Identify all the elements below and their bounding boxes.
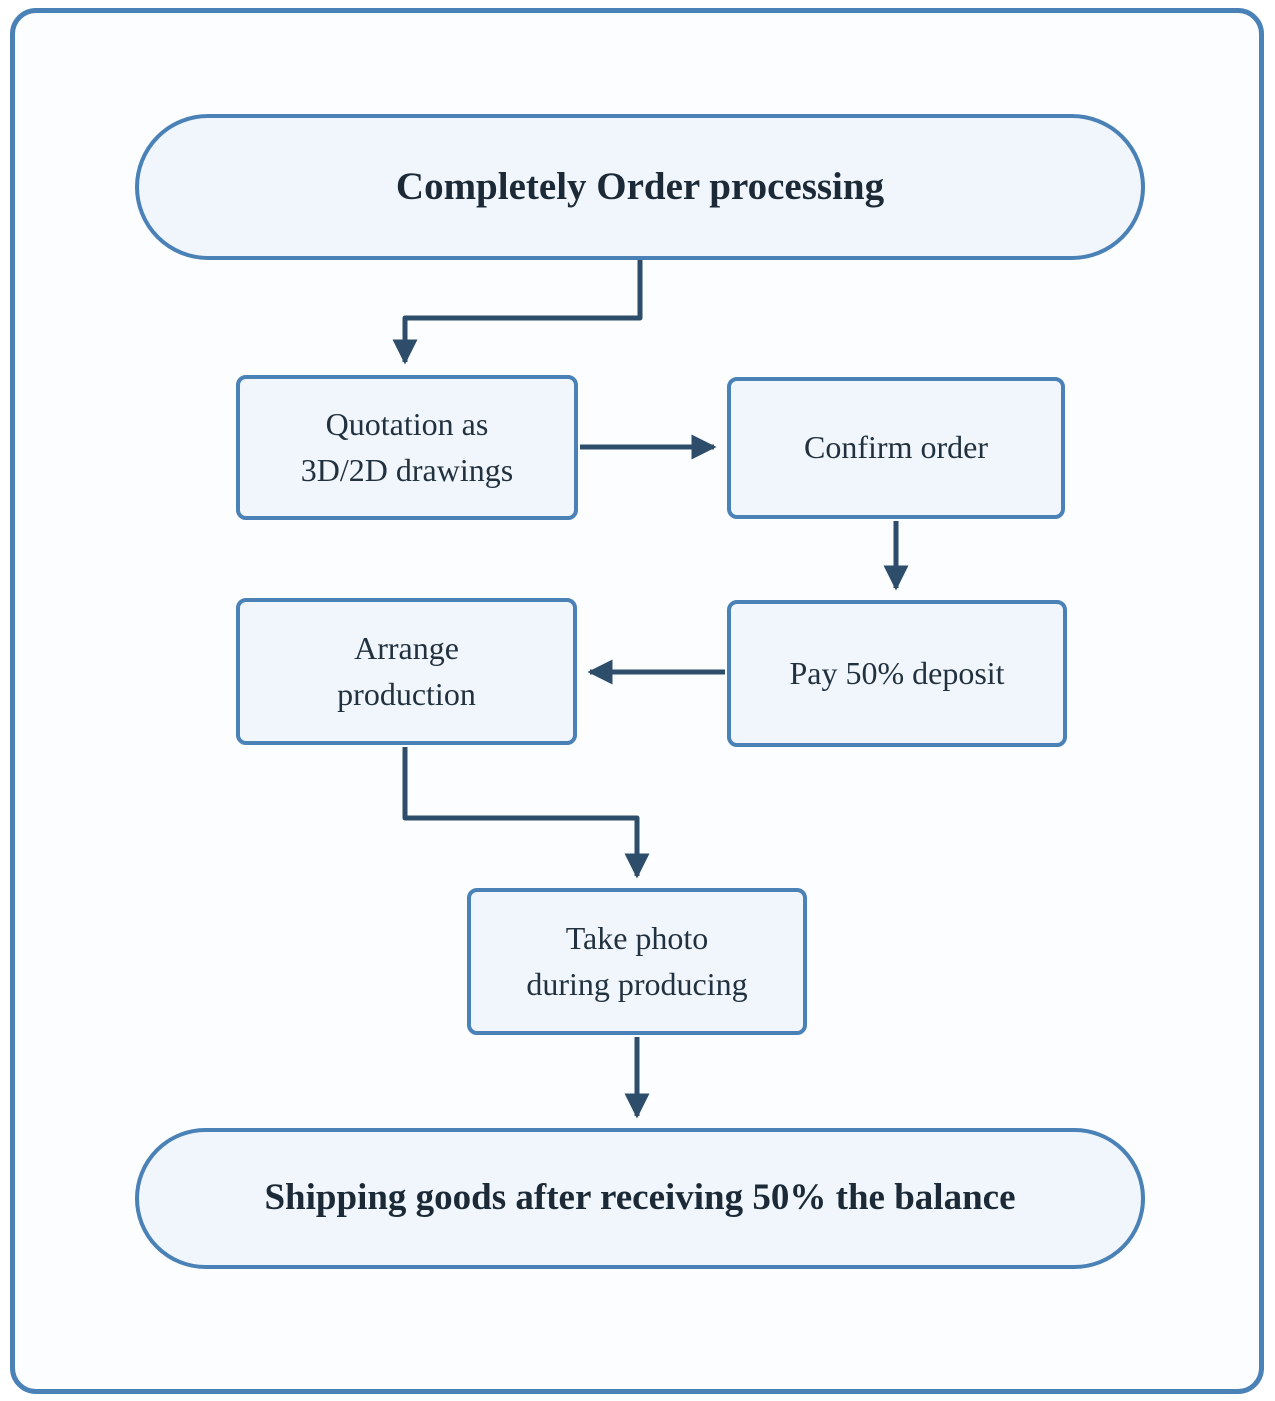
flow-node-arrange-production: Arrange production bbox=[236, 598, 577, 745]
flow-node-shipping-label: Shipping goods after receiving 50% the b… bbox=[264, 1177, 1016, 1219]
flow-node-arrange-production-line2: production bbox=[337, 675, 476, 712]
flow-node-quotation-line1: Quotation as bbox=[325, 406, 489, 443]
flow-node-confirm-order-label: Confirm order bbox=[804, 429, 988, 466]
flow-node-pay-deposit-label: Pay 50% deposit bbox=[789, 654, 1005, 691]
flow-node-take-photo: Take photo during producing bbox=[467, 888, 807, 1035]
flow-node-quotation: Quotation as 3D/2D drawings bbox=[236, 375, 578, 520]
flow-node-arrange-production-line1: Arrange bbox=[354, 630, 459, 667]
flow-node-confirm-order: Confirm order bbox=[727, 377, 1065, 519]
flow-node-start: Completely Order processing bbox=[135, 114, 1145, 260]
flow-node-take-photo-line1: Take photo bbox=[565, 920, 709, 957]
flow-node-shipping: Shipping goods after receiving 50% the b… bbox=[135, 1128, 1145, 1269]
flow-node-pay-deposit: Pay 50% deposit bbox=[727, 600, 1067, 747]
flow-node-take-photo-line2: during producing bbox=[526, 965, 748, 1002]
flow-node-quotation-line2: 3D/2D drawings bbox=[300, 451, 514, 488]
flow-node-start-label: Completely Order processing bbox=[395, 165, 885, 209]
